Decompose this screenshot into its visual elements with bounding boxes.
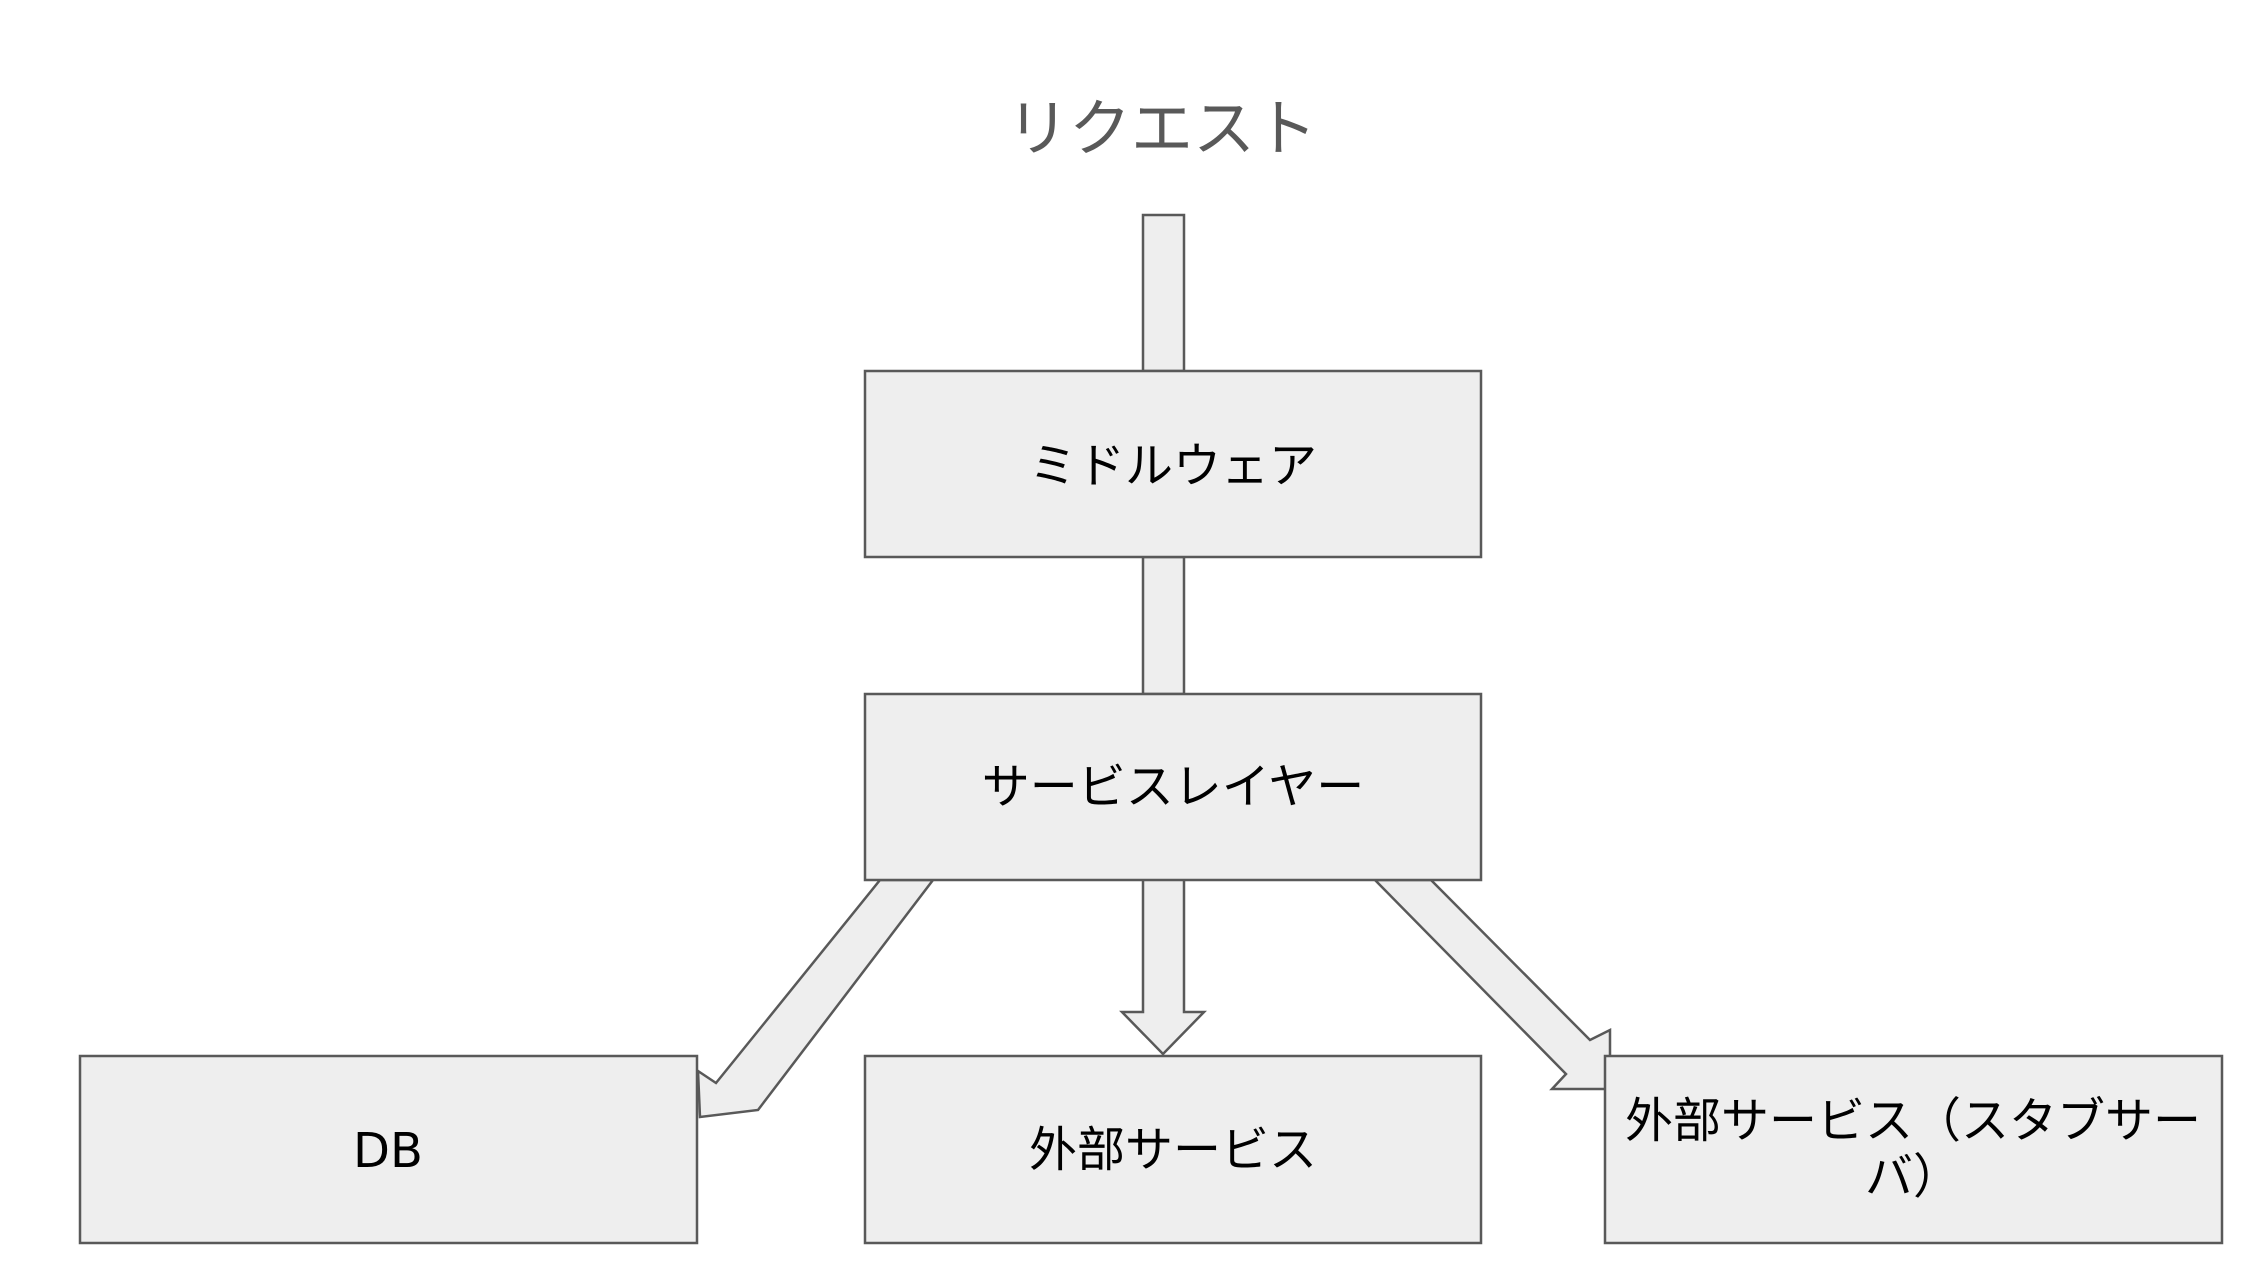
stub-server-label-line1: 外部サービス（スタブサー (1625, 1093, 2201, 1149)
db-box (78, 1054, 699, 1245)
stub-server-node: 外部サービス（スタブサー バ） (1603, 1054, 2224, 1245)
external-service-label: 外部サービス (1029, 1122, 1317, 1178)
arrow-service-layer-to-external-service (1119, 876, 1207, 1056)
request-title: リクエスト (1007, 92, 1317, 165)
arrow-middleware-to-service-layer (1141, 555, 1186, 696)
service-layer-node: サービスレイヤー (863, 692, 1483, 882)
service-layer-box (863, 692, 1483, 882)
external-service-box (863, 1054, 1483, 1245)
arrow-request-to-middleware (1141, 213, 1186, 373)
middleware-label: ミドルウェア (1029, 438, 1317, 494)
stub-server-box (1603, 1054, 2224, 1245)
stub-server-label-line2: バ） (1865, 1149, 1961, 1205)
middleware-box (863, 369, 1483, 559)
service-layer-label: サービスレイヤー (982, 759, 1365, 815)
middleware-node: ミドルウェア (863, 369, 1483, 559)
db-label: DB (353, 1123, 423, 1179)
external-service-node: 外部サービス (863, 1054, 1483, 1245)
db-node: DB (78, 1054, 699, 1245)
